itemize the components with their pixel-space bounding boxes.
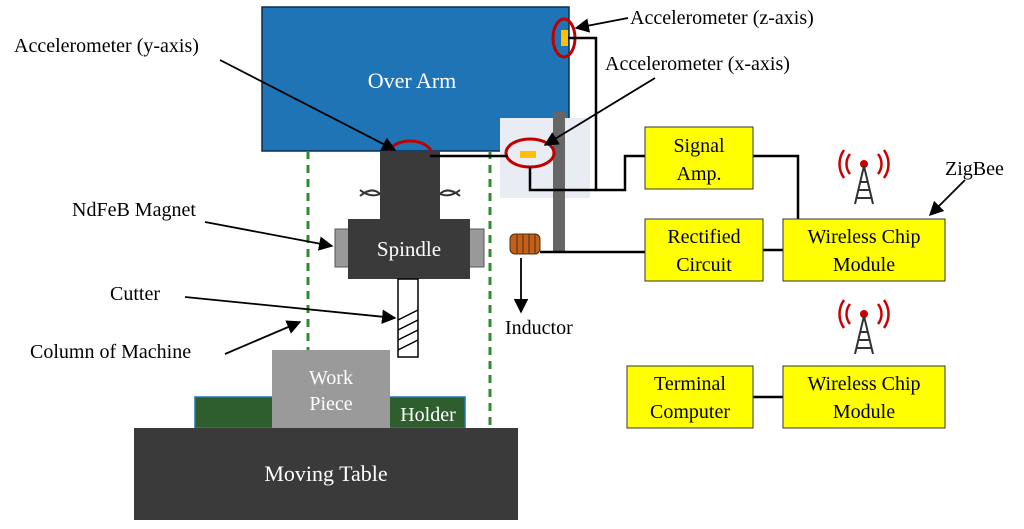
rotation-arrow-right <box>439 189 461 197</box>
annotation-arrows <box>184 17 966 355</box>
label-inductor: Inductor <box>505 317 573 339</box>
wiring <box>430 36 800 399</box>
work-piece-label-line2: Piece <box>309 393 352 415</box>
spindle-label: Spindle <box>377 237 441 261</box>
wireless-module-2-line2: Module <box>833 401 895 423</box>
ndfeb-magnet-right <box>467 228 485 268</box>
rotation-arrow-left <box>359 189 381 197</box>
wireless-module-1-line1: Wireless Chip <box>807 226 920 248</box>
inductor-windings <box>516 234 536 254</box>
spindle-block <box>348 219 470 279</box>
label-zigbee: ZigBee <box>945 158 1004 180</box>
wireless-module-1-line2: Module <box>833 254 895 276</box>
label-cutter: Cutter <box>110 283 160 305</box>
over-arm-side-bracket <box>500 118 590 198</box>
wireless-module-2-line1: Wireless Chip <box>807 373 920 395</box>
terminal-computer-line1: Terminal <box>654 373 726 395</box>
label-acc-z: Accelerometer (z-axis) <box>630 7 814 29</box>
wireless-chip-module-1 <box>782 218 946 282</box>
label-column: Column of Machine <box>30 341 191 363</box>
signal-amp-block <box>644 126 754 190</box>
terminal-computer-line2: Computer <box>650 401 730 423</box>
cutter-flutes <box>397 309 419 351</box>
rectified-circuit-block <box>644 218 764 282</box>
moving-table-label: Moving Table <box>264 461 387 486</box>
inductor-arm <box>553 112 565 252</box>
rectified-circuit-line1: Rectified <box>667 226 740 248</box>
label-acc-y: Accelerometer (y-axis) <box>14 35 199 57</box>
label-acc-x: Accelerometer (x-axis) <box>605 53 790 75</box>
over-arm-label: Over Arm <box>368 68 457 93</box>
spindle-shaft <box>380 151 440 219</box>
rectified-circuit-line2: Circuit <box>676 254 732 276</box>
holder-label: Holder <box>400 404 456 426</box>
signal-amp-line1: Signal <box>673 135 725 157</box>
label-magnet: NdFeB Magnet <box>72 199 196 221</box>
accelerometer-x <box>520 151 536 158</box>
signal-amp-line2: Amp. <box>677 163 722 185</box>
work-piece-block <box>272 350 390 428</box>
moving-table-block <box>134 428 518 520</box>
wireless-chip-module-2 <box>782 365 946 429</box>
terminal-computer-block <box>626 365 754 429</box>
antenna-icon <box>838 299 890 355</box>
accelerometer-z <box>561 30 568 46</box>
work-piece-label-line1: Work <box>309 367 353 389</box>
antenna-icon <box>838 149 890 205</box>
